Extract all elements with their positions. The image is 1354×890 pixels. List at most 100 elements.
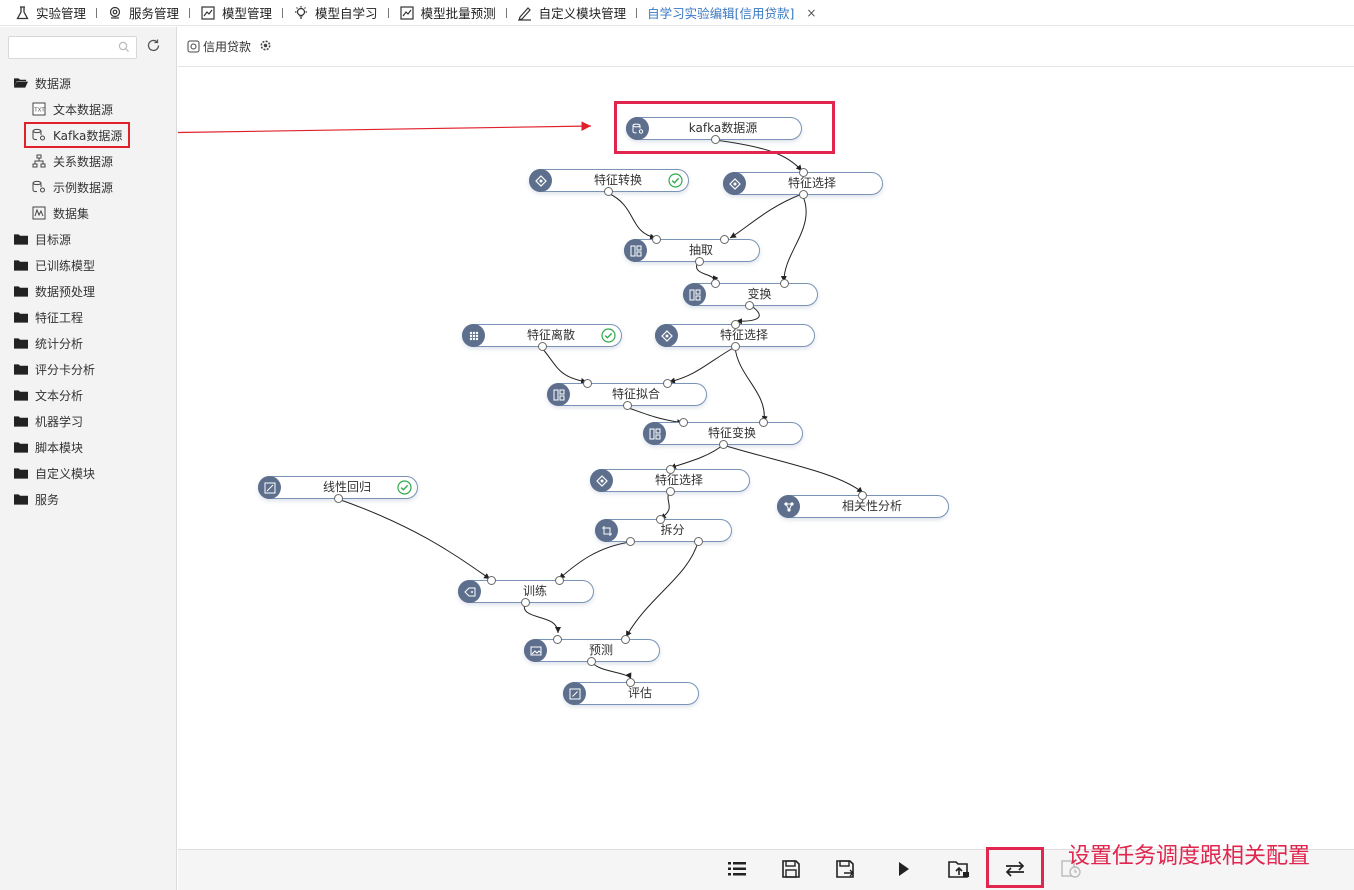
close-icon[interactable]: × — [806, 5, 817, 20]
tree-folder-feature-engineering[interactable]: 特征工程 — [0, 304, 176, 330]
settings-gear-icon[interactable] — [259, 39, 272, 55]
node-correlation-analysis[interactable]: 相关性分析 — [777, 491, 949, 518]
tree-folder-script-modules[interactable]: 脚本模块 — [0, 434, 176, 460]
tab-custom-module-management[interactable]: 自定义模块管理 — [517, 0, 626, 26]
input-port[interactable] — [780, 279, 789, 288]
edge — [591, 661, 632, 680]
tab-batch-prediction[interactable]: 模型批量预测 — [399, 0, 496, 26]
output-port[interactable] — [711, 135, 720, 144]
tab-label: 实验管理 — [36, 6, 87, 21]
tree-folder-text-analysis[interactable]: 文本分析 — [0, 382, 176, 408]
input-port[interactable] — [679, 418, 688, 427]
list-button[interactable] — [726, 859, 748, 881]
input-port[interactable] — [799, 168, 808, 177]
input-port[interactable] — [711, 279, 720, 288]
tree-item-sample-datasource[interactable]: 示例数据源 — [0, 174, 176, 200]
tree-folder-datasource[interactable]: 数据源 — [0, 70, 176, 96]
output-port[interactable] — [334, 494, 343, 503]
output-port[interactable] — [694, 537, 703, 546]
output-port[interactable] — [587, 657, 596, 666]
dataset-icon — [32, 206, 46, 220]
node-transform[interactable]: 变换 — [683, 279, 818, 310]
node-predict[interactable]: 预测 — [524, 635, 660, 666]
input-port[interactable] — [858, 491, 867, 500]
sidebar: 数据源 TXT 文本数据源 Kafka数据源 关系数据源 示例数据源 — [0, 27, 177, 890]
tab-label: 自学习实验编辑[信用贷款] — [647, 6, 795, 21]
input-port[interactable] — [652, 235, 661, 244]
tab-model-self-learning[interactable]: 模型自学习 — [293, 0, 378, 26]
node-linear-regression[interactable]: 线性回归 — [258, 476, 418, 503]
node-feature-fitting[interactable]: 特征拟合 — [547, 379, 707, 410]
output-port[interactable] — [745, 301, 754, 310]
node-split[interactable]: 拆分 — [595, 515, 732, 546]
tab-self-learning-edit[interactable]: 自学习实验编辑[信用贷款] × — [647, 0, 816, 26]
input-port[interactable] — [626, 678, 635, 687]
edge — [780, 193, 807, 283]
input-port[interactable] — [553, 635, 562, 644]
input-port[interactable] — [555, 576, 564, 585]
output-port[interactable] — [731, 342, 740, 351]
split-icon — [643, 422, 666, 445]
tab-divider — [96, 7, 98, 18]
schedule-button[interactable] — [1004, 859, 1026, 881]
input-port[interactable] — [663, 379, 672, 388]
tree-folder-statistics[interactable]: 统计分析 — [0, 330, 176, 356]
tree-folder-scorecard[interactable]: 评分卡分析 — [0, 356, 176, 382]
input-port[interactable] — [656, 515, 665, 524]
tab-model-management[interactable]: 模型管理 — [200, 0, 272, 26]
output-port[interactable] — [604, 187, 613, 196]
tab-service-management[interactable]: 服务管理 — [107, 0, 179, 26]
run-button[interactable] — [893, 859, 915, 881]
workflow-canvas[interactable]: kafka数据源 特征转换 特征选择 抽取 变换 特征离散 特征选择 — [178, 67, 1354, 849]
node-train[interactable]: 训练 — [458, 576, 594, 607]
save-as-button[interactable] — [835, 859, 857, 881]
node-feature-transformation[interactable]: 特征变换 — [643, 418, 803, 449]
node-kafka-datasource[interactable]: kafka数据源 — [626, 117, 802, 144]
chart-icon — [200, 5, 216, 21]
tree-folder-custom-modules[interactable]: 自定义模块 — [0, 460, 176, 486]
folder-icon — [14, 284, 28, 298]
tree-folder-services[interactable]: 服务 — [0, 486, 176, 512]
output-port[interactable] — [623, 401, 632, 410]
input-port[interactable] — [487, 576, 496, 585]
node-evaluate[interactable]: 评估 — [563, 678, 699, 705]
tree-item-text-datasource[interactable]: TXT 文本数据源 — [0, 96, 176, 122]
output-port[interactable] — [695, 257, 704, 266]
output-port[interactable] — [666, 487, 675, 496]
tab-divider — [636, 7, 638, 18]
tab-experiment-management[interactable]: 实验管理 — [14, 0, 86, 26]
tree-item-dataset[interactable]: 数据集 — [0, 200, 176, 226]
tree-folder-preprocessing[interactable]: 数据预处理 — [0, 278, 176, 304]
output-port[interactable] — [799, 190, 808, 199]
node-extract[interactable]: 抽取 — [624, 235, 760, 266]
swap-arrows-icon — [1004, 860, 1026, 881]
tree-folder-target-source[interactable]: 目标源 — [0, 226, 176, 252]
output-port[interactable] — [626, 537, 635, 546]
node-feature-discretization[interactable]: 特征离散 — [462, 324, 622, 351]
tree-item-kafka-datasource[interactable]: Kafka数据源 — [0, 122, 176, 148]
input-port[interactable] — [666, 465, 675, 474]
output-port[interactable] — [521, 598, 530, 607]
tree-item-relational-datasource[interactable]: 关系数据源 — [0, 148, 176, 174]
export-button[interactable] — [948, 859, 970, 881]
node-feature-conversion[interactable]: 特征转换 — [529, 169, 689, 196]
split-icon — [547, 383, 570, 406]
save-button[interactable] — [780, 859, 802, 881]
output-port[interactable] — [538, 342, 547, 351]
input-port[interactable] — [583, 379, 592, 388]
refresh-icon[interactable] — [146, 38, 161, 56]
edge — [523, 601, 561, 634]
regression-icon — [258, 476, 281, 499]
node-feature-selection-1[interactable]: 特征选择 — [723, 168, 883, 199]
input-port[interactable] — [720, 235, 729, 244]
output-port[interactable] — [719, 440, 728, 449]
input-port[interactable] — [759, 418, 768, 427]
folder-icon — [14, 310, 28, 324]
tree-folder-trained-models[interactable]: 已训练模型 — [0, 252, 176, 278]
node-feature-selection-2[interactable]: 特征选择 — [655, 320, 815, 351]
tree-folder-machine-learning[interactable]: 机器学习 — [0, 408, 176, 434]
input-port[interactable] — [731, 320, 740, 329]
search-input[interactable] — [8, 36, 137, 59]
node-feature-selection-3[interactable]: 特征选择 — [590, 465, 750, 496]
input-port[interactable] — [621, 635, 630, 644]
